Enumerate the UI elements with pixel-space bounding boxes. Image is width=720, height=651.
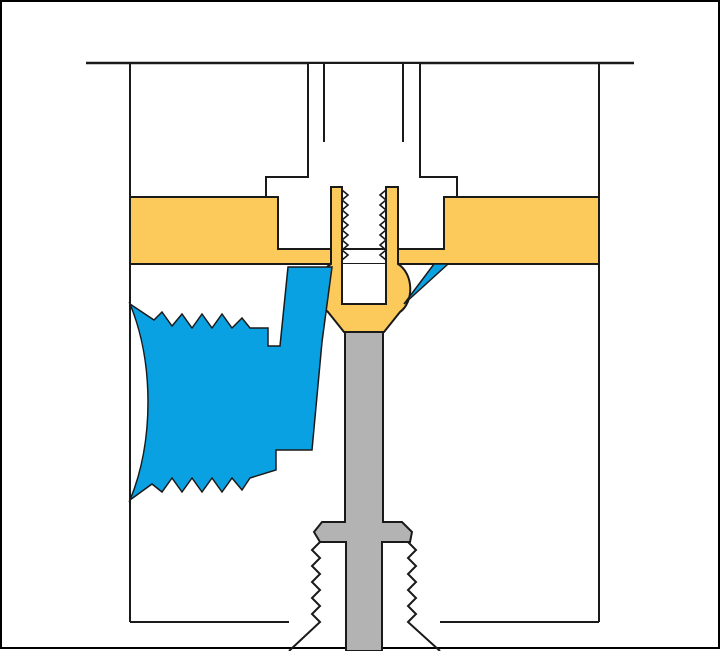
bonnet-bore — [323, 63, 404, 142]
fluid-channel-right — [403, 263, 450, 305]
valve-body — [129, 63, 600, 623]
fluid-channel-left — [128, 266, 333, 503]
insert-thread-right — [378, 189, 388, 261]
lower-thread-left — [288, 541, 322, 651]
lower-thread-right — [406, 541, 441, 651]
orifice-cavity — [341, 264, 387, 305]
insert-thread-left — [340, 189, 350, 261]
bonnet-fitting — [265, 62, 458, 250]
valve-stem — [312, 331, 414, 651]
